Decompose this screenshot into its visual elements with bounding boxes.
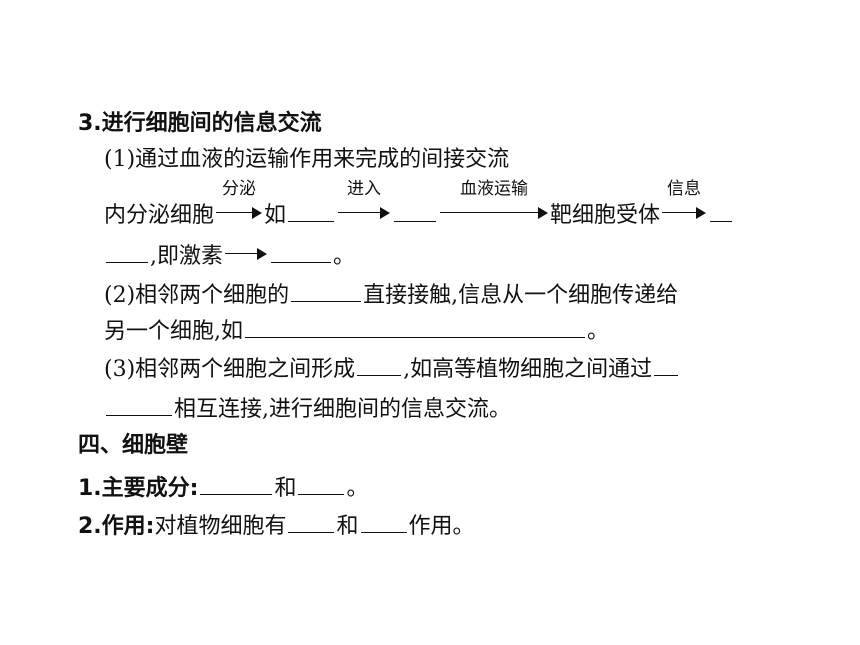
point-1-text: (1)通过血液的运输作用来完成的间接交流: [104, 147, 510, 172]
blank-plasmodesmata-part1[interactable]: [654, 353, 679, 376]
pathway-ru-text: 如: [264, 203, 287, 228]
blank-cell-membrane[interactable]: [291, 279, 362, 302]
wall-item-2: 2.作用:对植物细胞有 和 作用。: [78, 510, 475, 540]
section-4-title-text: 四、细胞壁: [78, 433, 189, 458]
point-3-line-1: (3)相邻两个细胞之间形成 ,如高等植物细胞之间通过: [104, 353, 680, 383]
point-2-text-3: 另一个细胞,如: [104, 319, 243, 344]
section-3-title: 3.进行细胞间的信息交流: [78, 109, 322, 139]
hormone-pathway-line-2: ,即激素 。: [104, 240, 355, 270]
section-4-title: 四、细胞壁: [78, 431, 188, 461]
arrow-secrete-label: 分泌: [222, 179, 257, 199]
point-3-text-2: ,如高等植物细胞之间通过: [403, 357, 653, 382]
arrow-information-label: 信息: [667, 179, 702, 199]
blank-function-2[interactable]: [360, 510, 407, 533]
wall-item-2-text-1: 对植物细胞有: [154, 514, 287, 539]
point-2-text-1: (2)相邻两个细胞的: [104, 283, 290, 308]
arrow-information: 信息: [662, 180, 707, 222]
arrow-blood-transport: 血液运输: [440, 180, 549, 222]
wall-item-2-label: 2.作用:: [78, 514, 155, 539]
blank-substance[interactable]: [288, 199, 335, 222]
point-2-text-2: 直接接触,信息从一个细胞传递给: [363, 283, 679, 308]
pathway-start-text: 内分泌细胞: [104, 203, 215, 228]
blank-component-2[interactable]: [298, 472, 345, 495]
wall-item-1-label: 1.主要成分:: [78, 476, 199, 501]
blank-function-1[interactable]: [288, 510, 335, 533]
point-3-text-1: (3)相邻两个细胞之间形成: [104, 357, 356, 382]
blank-cell-response-part1[interactable]: [710, 199, 733, 222]
jisu-text: ,即激素: [150, 244, 223, 269]
wall-item-2-he: 和: [336, 514, 359, 539]
blank-cell-response-part2[interactable]: [106, 240, 148, 263]
arrow-enter: 进入: [338, 180, 391, 222]
line-4-end: 。: [333, 244, 356, 269]
point-2-text-4: 。: [587, 319, 610, 344]
wall-item-1-end: 。: [346, 476, 369, 501]
blank-channel[interactable]: [357, 353, 402, 376]
arrow-enter-label: 进入: [347, 179, 382, 199]
wall-item-2-text-2: 作用。: [408, 514, 475, 539]
blank-plasmodesmata-part2[interactable]: [106, 393, 172, 416]
blank-hormone-result[interactable]: [271, 240, 331, 263]
point-3-line-2: 相互连接,进行细胞间的信息交流。: [104, 393, 511, 423]
point-2-line-2: 另一个细胞,如 。: [104, 315, 609, 345]
wall-item-1: 1.主要成分: 和 。: [78, 472, 369, 502]
arrow-hormone: [225, 241, 267, 263]
point-2-line-1: (2)相邻两个细胞的 直接接触,信息从一个细胞传递给: [104, 279, 678, 309]
pathway-target-text: 靶细胞受体: [550, 203, 661, 228]
blank-example[interactable]: [245, 315, 585, 338]
blank-destination[interactable]: [394, 199, 437, 222]
arrow-secrete: 分泌: [216, 180, 263, 222]
point-1-heading: (1)通过血液的运输作用来完成的间接交流: [104, 145, 509, 175]
arrow-blood-transport-label: 血液运输: [460, 179, 529, 199]
wall-item-1-he: 和: [274, 476, 297, 501]
hormone-pathway-line: 内分泌细胞分泌如 进入 血液运输靶细胞受体信息: [104, 180, 734, 229]
section-3-title-text: 3.进行细胞间的信息交流: [78, 111, 322, 136]
point-3-text-3: 相互连接,进行细胞间的信息交流。: [174, 397, 511, 422]
blank-component-1[interactable]: [200, 472, 273, 495]
